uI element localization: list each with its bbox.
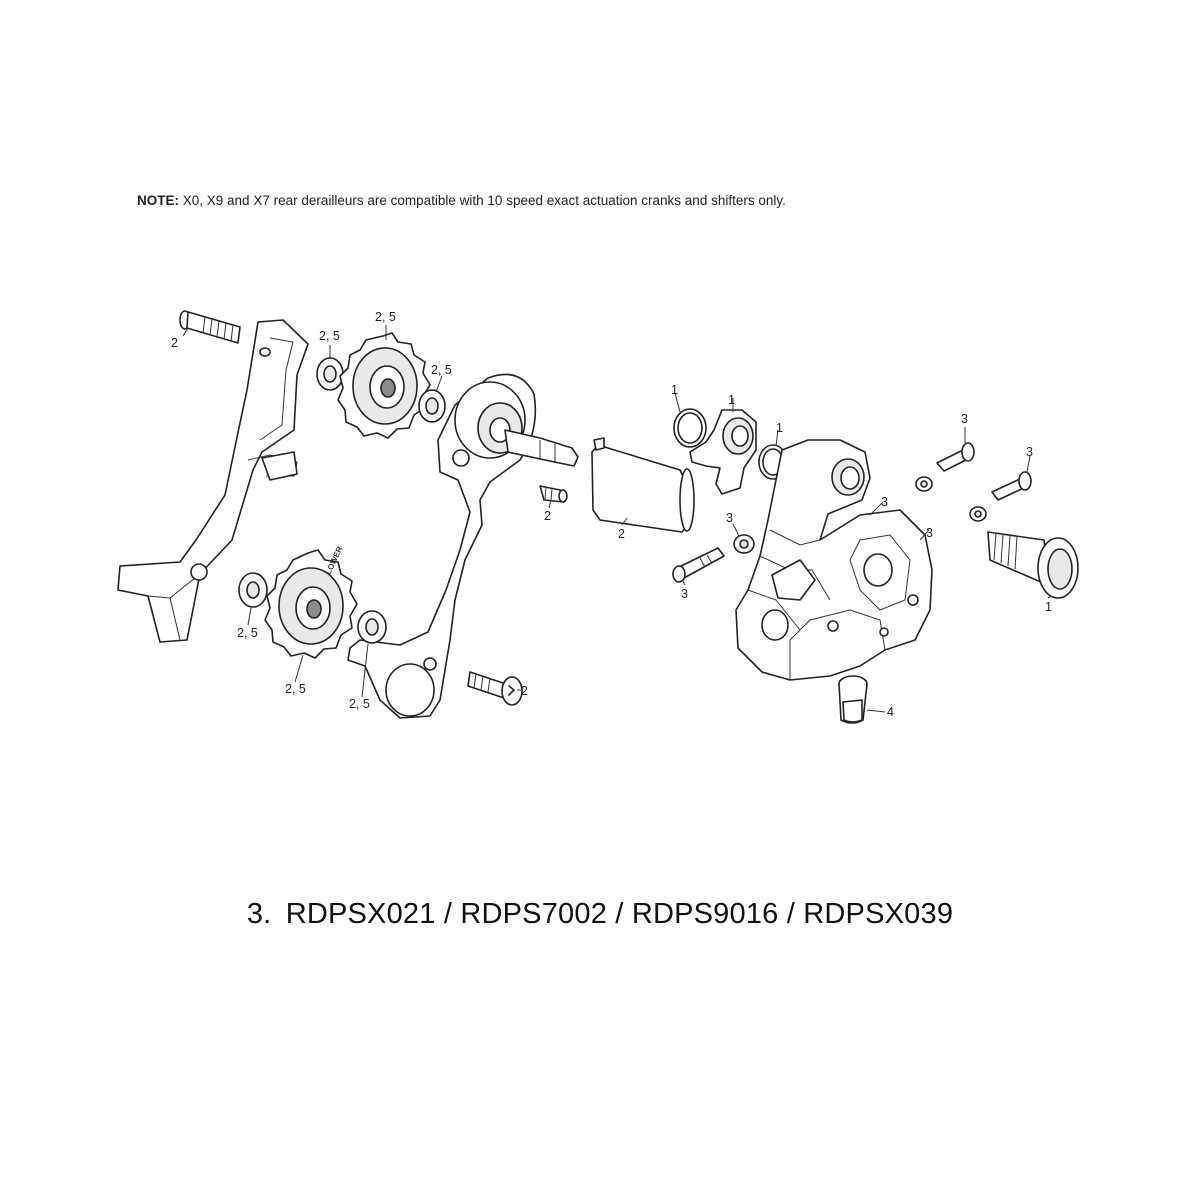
inner-cage-plate (347, 373, 579, 719)
note-label: NOTE: (137, 193, 179, 208)
derailleur-body (735, 439, 933, 681)
callout-washer-bottom-right: 2, 5 (349, 697, 370, 711)
compatibility-note: NOTE: X0, X9 and X7 rear derailleurs are… (137, 193, 786, 208)
callout-spring: 2 (618, 527, 625, 541)
callout-washer-top-right: 2, 5 (431, 363, 452, 377)
small-screw (539, 485, 568, 503)
right-washer-lower (969, 506, 987, 522)
o-ring-left (673, 408, 707, 448)
middle-washer (733, 534, 755, 554)
callout-body-3a: 3 (881, 495, 888, 509)
bottom-left-washer (238, 572, 268, 608)
caption-number: 3. (246, 898, 272, 930)
return-spring (591, 437, 695, 533)
right-washer-upper (915, 476, 933, 492)
callout-labels: 2 2, 5 2, 5 2, 5 2 2 1 1 1 3 3 3 3 3 3 1… (171, 310, 1052, 719)
callout-body-3b: 3 (926, 526, 933, 540)
limit-screw (838, 675, 868, 724)
callout-pulley-bottom: 2, 5 (285, 682, 306, 696)
lower-pulley: LOWER (264, 545, 358, 659)
callout-bracket-1: 1 (728, 393, 735, 407)
note-text: X0, X9 and X7 rear derailleurs are compa… (182, 193, 786, 208)
outer-cage-plate (117, 319, 309, 643)
callout-washer-bottom-left: 2, 5 (237, 626, 258, 640)
callout-axle-bolt: 1 (1045, 600, 1052, 614)
mounting-axle-bolt (987, 531, 1079, 599)
right-screw-upper (936, 442, 975, 472)
pivot-bracket (689, 409, 757, 495)
middle-bolt (672, 547, 725, 583)
callout-limit-bolt: 4 (887, 705, 894, 719)
callout-bolt-mid: 3 (681, 587, 688, 601)
top-right-washer (418, 389, 446, 423)
callout-oring-2: 1 (776, 421, 783, 435)
callout-small-screw: 2 (544, 509, 551, 523)
callout-washer-top-left: 2, 5 (319, 329, 340, 343)
top-left-washer (316, 357, 344, 391)
callout-bolt-bottom: 2 (521, 684, 528, 698)
callout-screw-right-2: 3 (1026, 445, 1033, 459)
upper-pulley (337, 332, 431, 439)
caption-part-list: RDPSX021 / RDPS7002 / RDPS9016 / RDPSX03… (285, 898, 954, 930)
callout-pulley-top: 2, 5 (375, 310, 396, 324)
callout-screw-right-1: 3 (961, 412, 968, 426)
callout-oring-1: 1 (671, 383, 678, 397)
leader-lines (182, 325, 1053, 713)
top-pivot-bolt (179, 310, 241, 344)
lower-pivot-bolt (467, 671, 523, 706)
right-screw-lower (991, 471, 1032, 501)
callout-washer-mid: 3 (726, 511, 733, 525)
bottom-right-washer (357, 610, 387, 644)
callout-bolt-top: 2 (171, 336, 178, 350)
part-numbers-caption: 3. RDPSX021 / RDPS7002 / RDPS9016 / RDPS… (0, 898, 1200, 931)
